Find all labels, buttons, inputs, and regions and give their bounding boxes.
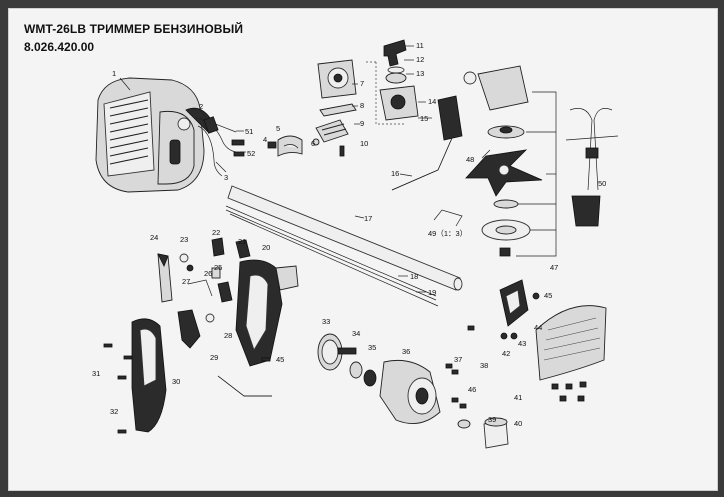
part-handle-bar <box>391 95 463 191</box>
callout-15: 15 <box>420 114 428 123</box>
callout-11: 11 <box>416 41 424 50</box>
callout-38: 38 <box>480 361 488 370</box>
callout-40: 40 <box>514 419 522 428</box>
callout-17: 17 <box>364 214 372 223</box>
callout-33: 33 <box>322 317 330 326</box>
callout-8: 8 <box>360 101 364 110</box>
callout-39: 39 <box>488 415 496 424</box>
callout-26: 26 <box>204 269 212 278</box>
part-cutting-head <box>463 65 557 257</box>
callout-29: 29 <box>210 353 218 362</box>
callout-4: 4 <box>263 135 267 144</box>
callout-25: 25 <box>214 263 222 272</box>
callout-41: 41 <box>514 393 522 402</box>
callout-21: 21 <box>238 237 246 246</box>
callout-36: 36 <box>402 347 410 356</box>
callout-46: 46 <box>468 385 476 394</box>
callout-12: 12 <box>416 55 424 64</box>
callout-34: 34 <box>352 329 360 338</box>
callout-32: 32 <box>110 407 118 416</box>
callout-45-lower: 45 <box>276 355 284 364</box>
callout-35: 35 <box>368 343 376 352</box>
callout-51: 51 <box>245 127 253 136</box>
callout-6: 6 <box>311 139 315 148</box>
callout-43: 43 <box>518 339 526 348</box>
callout-52: 52 <box>247 149 255 158</box>
callout-23: 23 <box>180 235 188 244</box>
part-clamp-group <box>267 59 357 157</box>
callout-2: 2 <box>199 102 203 111</box>
callout-50: 50 <box>598 179 606 188</box>
callout-labels: 1 2 3 5 4 6 7 8 9 10 11 12 13 14 15 16 1… <box>92 41 606 428</box>
part-code: 8.026.420.00 <box>24 40 95 54</box>
part-screws <box>103 325 475 434</box>
callout-1: 1 <box>112 69 116 78</box>
callout-49: 49（1：3） <box>428 229 467 238</box>
callout-42: 42 <box>502 349 510 358</box>
part-guard <box>499 279 607 402</box>
callout-48: 48 <box>466 155 474 164</box>
callout-16: 16 <box>391 169 399 178</box>
callout-22: 22 <box>212 228 220 237</box>
leader-lines <box>119 45 491 293</box>
callout-45-upper: 45 <box>544 291 552 300</box>
callout-31: 31 <box>92 369 100 378</box>
callout-37: 37 <box>454 355 462 364</box>
callout-3: 3 <box>224 173 228 182</box>
callout-20: 20 <box>262 243 270 252</box>
callout-7: 7 <box>360 79 364 88</box>
part-wires <box>195 116 245 177</box>
callout-44: 44 <box>534 323 542 332</box>
callout-24: 24 <box>150 233 158 242</box>
part-engine <box>95 77 211 193</box>
part-gearbox <box>317 333 509 449</box>
callout-10: 10 <box>360 139 368 148</box>
callout-13: 13 <box>416 69 424 78</box>
callout-30: 30 <box>172 377 180 386</box>
callout-19: 19 <box>428 288 436 297</box>
part-throttle-housing <box>131 237 299 433</box>
part-drive-tube <box>225 185 463 307</box>
callout-18: 18 <box>410 272 418 281</box>
part-clip <box>433 209 463 227</box>
callout-5: 5 <box>276 124 280 133</box>
callout-28: 28 <box>224 331 232 340</box>
callout-47: 47 <box>550 263 558 272</box>
part-knob-bracket <box>366 39 419 125</box>
page-title: WMT-26LB ТРИММЕР БЕНЗИНОВЫЙ <box>24 22 244 36</box>
callout-27: 27 <box>182 277 190 286</box>
callout-9: 9 <box>360 119 364 128</box>
part-harness <box>565 108 619 227</box>
callout-14: 14 <box>428 97 436 106</box>
